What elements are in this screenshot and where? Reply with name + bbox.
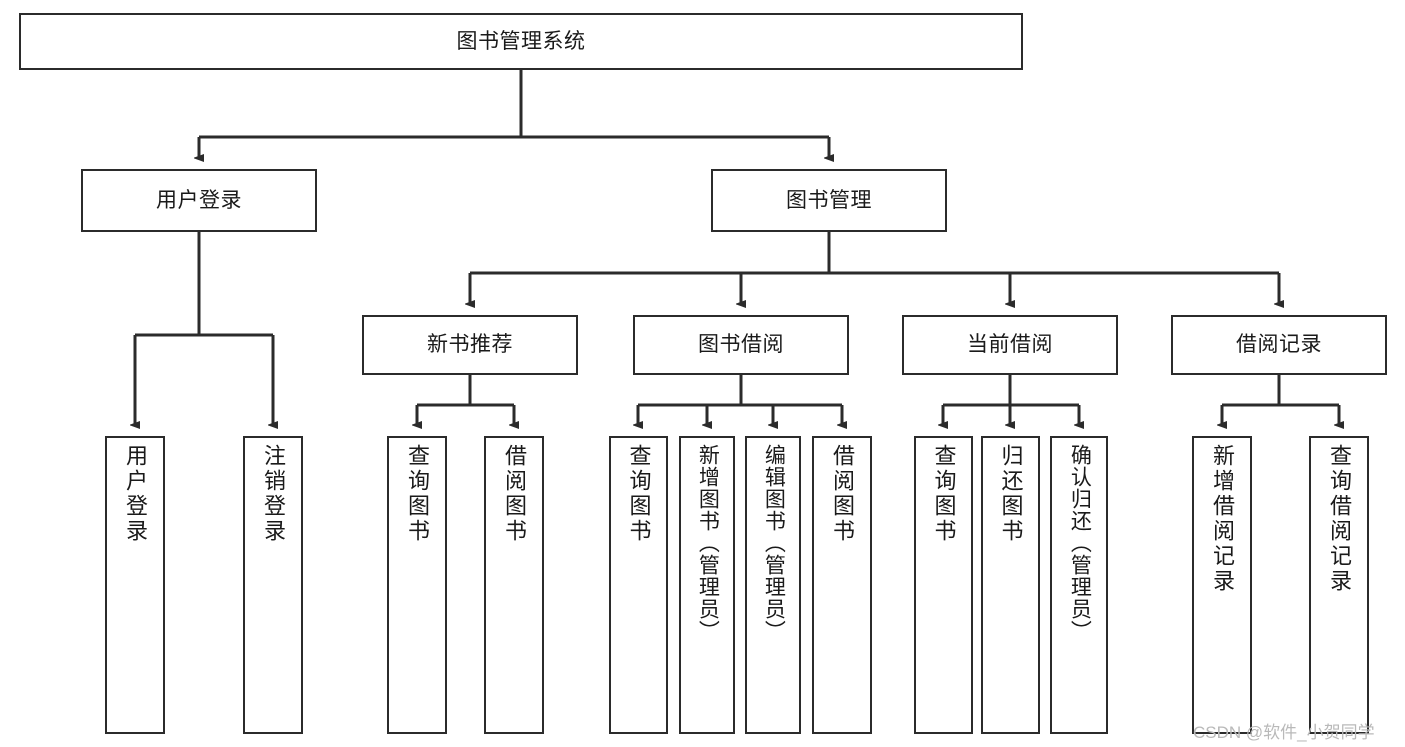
csdn-watermark: CSDN @软件_小贺同学 <box>1193 723 1375 742</box>
edge-group-borrow-records <box>1222 375 1339 425</box>
leaf-query-book-recommend[interactable]: 查询图书 <box>387 436 447 734</box>
edge-group-current-borrow <box>943 375 1079 425</box>
node-label: 编辑图书（管理员） <box>762 444 786 642</box>
node-label: 借阅图书 <box>501 444 527 544</box>
node-label: 归还图书 <box>998 444 1024 544</box>
node-label: 查询借阅记录 <box>1326 444 1352 594</box>
leaf-logout[interactable]: 注销登录 <box>243 436 303 734</box>
edge-group-new-book <box>417 375 514 425</box>
leaf-return-book[interactable]: 归还图书 <box>981 436 1040 734</box>
node-label: 新增借阅记录 <box>1209 444 1235 594</box>
leaf-borrow-book-recommend[interactable]: 借阅图书 <box>484 436 544 734</box>
edge-group-book-management <box>470 232 1279 304</box>
leaf-user-login[interactable]: 用户登录 <box>105 436 165 734</box>
node-borrow-records[interactable]: 借阅记录 <box>1171 315 1387 375</box>
leaf-query-book-current[interactable]: 查询图书 <box>914 436 973 734</box>
node-label: 确认归还（管理员） <box>1068 444 1092 642</box>
node-label: 新书推荐 <box>427 333 513 357</box>
node-book-borrow[interactable]: 图书借阅 <box>633 315 849 375</box>
leaf-borrow-book[interactable]: 借阅图书 <box>812 436 872 734</box>
node-label: 图书管理 <box>786 188 872 212</box>
edge-group-root <box>199 70 829 158</box>
node-label: 新增图书（管理员） <box>696 444 720 642</box>
node-label: 查询图书 <box>931 444 957 544</box>
edge-group-book-borrow <box>638 375 842 425</box>
node-label: 查询图书 <box>404 444 430 544</box>
node-new-book-recommend[interactable]: 新书推荐 <box>362 315 578 375</box>
node-label: 借阅图书 <box>829 444 855 544</box>
node-label: 用户登录 <box>122 444 148 544</box>
edge-group-user-login <box>135 232 273 425</box>
node-book-management[interactable]: 图书管理 <box>711 169 947 232</box>
node-label: 查询图书 <box>626 444 652 544</box>
node-label: 借阅记录 <box>1236 333 1322 357</box>
leaf-query-borrow-record[interactable]: 查询借阅记录 <box>1309 436 1369 734</box>
node-root-system[interactable]: 图书管理系统 <box>19 13 1023 70</box>
node-current-borrow[interactable]: 当前借阅 <box>902 315 1118 375</box>
node-user-login[interactable]: 用户登录 <box>81 169 317 232</box>
leaf-edit-book-admin[interactable]: 编辑图书（管理员） <box>745 436 801 734</box>
leaf-add-borrow-record[interactable]: 新增借阅记录 <box>1192 436 1252 734</box>
leaf-add-book-admin[interactable]: 新增图书（管理员） <box>679 436 735 734</box>
node-label: 注销登录 <box>260 444 286 544</box>
node-label: 用户登录 <box>156 188 242 212</box>
leaf-confirm-return-admin[interactable]: 确认归还（管理员） <box>1050 436 1108 734</box>
node-label: 图书管理系统 <box>456 29 586 53</box>
node-label: 当前借阅 <box>967 333 1053 357</box>
node-label: 图书借阅 <box>698 333 784 357</box>
leaf-query-book-borrow[interactable]: 查询图书 <box>609 436 668 734</box>
